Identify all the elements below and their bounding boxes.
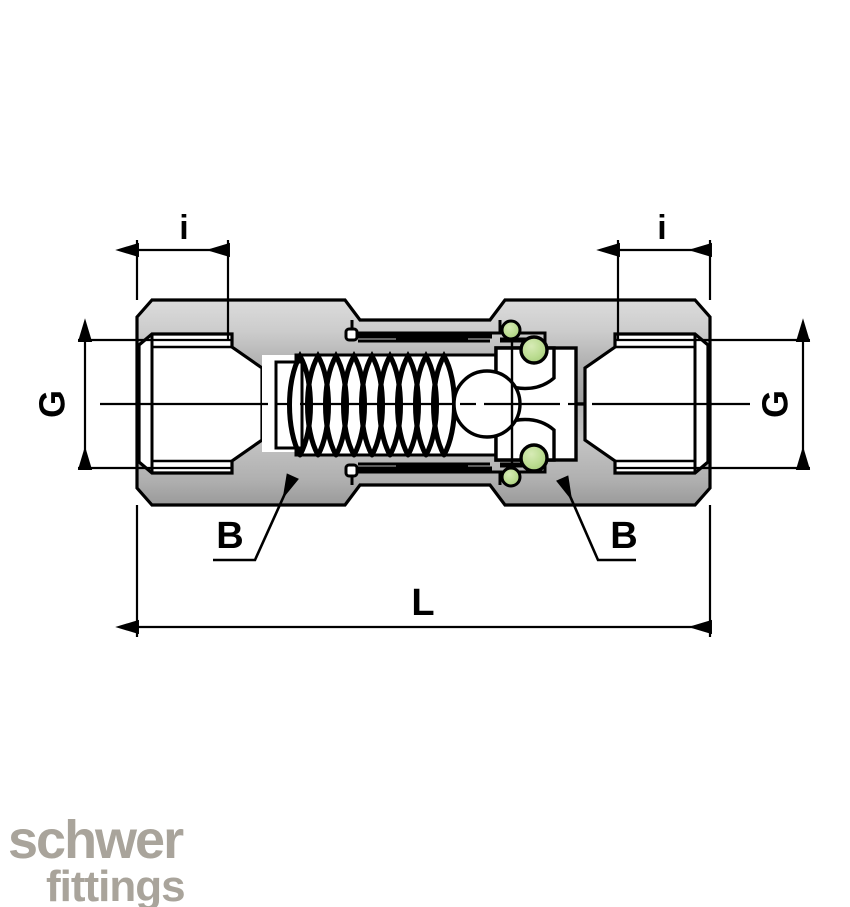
dim-label-i-right: i — [657, 209, 666, 247]
dim-label-l: L — [411, 582, 434, 624]
brand-logo: schwer fittings — [8, 810, 186, 907]
leader-line-b-left — [213, 473, 299, 562]
oring-upper-outer — [500, 319, 522, 341]
oring-lower-outer — [500, 466, 522, 488]
callout-label-b-right: B — [610, 515, 637, 557]
dimension-g-left — [77, 318, 232, 470]
dimension-g-right — [615, 318, 811, 470]
callout-b-right — [556, 475, 636, 562]
leader-line-b-right — [556, 475, 636, 562]
dimension-i-left — [115, 240, 230, 340]
callout-b-left — [213, 473, 299, 562]
valve-body-assembly — [100, 298, 750, 507]
dim-label-g-right: G — [755, 390, 796, 418]
dimension-l — [115, 505, 712, 637]
dim-label-g-left: G — [32, 390, 73, 418]
callout-label-b-left: B — [216, 515, 243, 557]
oring-group — [500, 319, 549, 488]
logo-line-schwer: schwer — [8, 810, 184, 870]
oring-upper-inner — [519, 335, 549, 365]
retainer-sleeve-upper — [344, 320, 547, 348]
compression-spring — [287, 351, 457, 458]
logo-line-fittings: fittings — [46, 862, 185, 907]
oring-lower-inner — [519, 443, 549, 473]
dimension-i-right — [596, 240, 712, 340]
dim-label-i-left: i — [179, 209, 188, 247]
